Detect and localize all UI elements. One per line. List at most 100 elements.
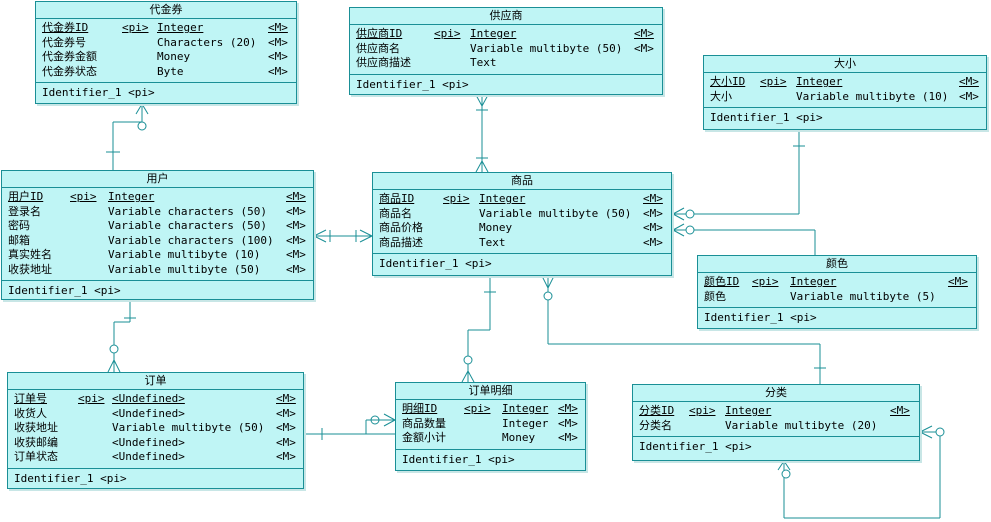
attribute-mandatory: <M>: [286, 190, 306, 203]
entity-title: 订单明细: [396, 383, 585, 400]
supplier-product-relation: [475, 94, 489, 173]
attribute-mandatory: <M>: [286, 204, 306, 218]
entity-order[interactable]: 订单 订单号<pi><Undefined><M>收货人<Undefined><M…: [7, 372, 304, 489]
identifier: Identifier_1 <pi>: [42, 86, 155, 99]
attribute-name: 供应商名: [356, 41, 400, 55]
attribute-name: 大小ID: [710, 75, 746, 88]
attribute-type: Variable multibyte (10): [796, 89, 949, 103]
attribute-name: 商品ID: [379, 192, 415, 205]
attribute-type: Variable multibyte (50): [112, 421, 265, 434]
attribute-type: Integer: [108, 190, 155, 203]
entity-title: 大小: [704, 56, 986, 73]
attribute-name: 订单号: [14, 392, 47, 405]
attribute-type: Variable characters (50): [108, 219, 267, 232]
attribute-name: 明细ID: [402, 402, 438, 415]
attribute-row: 订单状态<Undefined><M>: [8, 450, 303, 465]
attribute-mandatory: <M>: [286, 262, 306, 276]
attribute-name: 真实姓名: [8, 248, 52, 261]
attribute-name: 供应商ID: [356, 27, 403, 40]
attribute-key: <pi>: [122, 21, 149, 34]
voucher-user-relation: [106, 103, 149, 170]
attribute-type: Integer: [502, 416, 549, 430]
attribute-type: Variable characters (50): [108, 204, 267, 218]
entity-title: 用户: [2, 171, 313, 188]
attribute-name: 分类名: [639, 418, 672, 432]
attribute-type: Integer: [725, 404, 772, 417]
attribute-mandatory: <M>: [643, 206, 663, 220]
identifier: Identifier_1 <pi>: [639, 440, 752, 453]
attribute-mandatory: <M>: [276, 392, 296, 405]
attribute-name: 颜色: [704, 289, 726, 303]
attribute-mandatory: <M>: [276, 406, 296, 420]
attribute-type: Integer: [157, 21, 204, 34]
size-product-relation: [672, 130, 805, 221]
entity-title: 代金券: [36, 2, 296, 19]
attribute-type: Variable characters (100): [108, 233, 274, 247]
attribute-mandatory: <M>: [268, 21, 288, 34]
attribute-mandatory: <M>: [276, 421, 296, 434]
attribute-type: <Undefined>: [112, 406, 185, 420]
attribute-key: <pi>: [689, 404, 716, 417]
attribute-key: <pi>: [760, 75, 787, 88]
attribute-type: Variable multibyte (20): [725, 418, 878, 432]
attribute-row: 用户ID<pi>Integer<M>: [2, 190, 313, 205]
attribute-type: Variable multibyte (50): [108, 262, 261, 276]
attribute-row: 分类ID<pi>Integer<M>: [633, 404, 919, 419]
attribute-type: Integer: [479, 192, 526, 205]
identifier: Identifier_1 <pi>: [704, 311, 817, 324]
attribute-name: 商品数量: [402, 416, 446, 430]
attribute-name: 代金券ID: [42, 21, 89, 34]
attribute-name: 金额小计: [402, 431, 446, 444]
attribute-key: <pi>: [78, 392, 105, 405]
attribute-name: 商品名: [379, 206, 412, 220]
attribute-mandatory: <M>: [286, 248, 306, 261]
attribute-mandatory: <M>: [890, 404, 910, 417]
attribute-mandatory: <M>: [268, 50, 288, 63]
identifier: Identifier_1 <pi>: [710, 111, 823, 124]
attribute-row: 收获邮编<Undefined><M>: [8, 436, 303, 451]
attribute-name: 代金券金额: [42, 50, 97, 63]
attribute-mandatory: <M>: [959, 75, 979, 88]
attribute-type: Money: [502, 431, 536, 444]
identifier: Identifier_1 <pi>: [14, 471, 127, 485]
category-self-relation: [777, 425, 945, 519]
attribute-name: 商品描述: [379, 235, 423, 249]
attribute-mandatory: <M>: [959, 89, 979, 103]
identifier: Identifier_1 <pi>: [402, 452, 515, 466]
attribute-key: <pi>: [70, 190, 97, 203]
product-category-relation: [541, 275, 826, 384]
attribute-row: 代金券ID <pi> Integer <M>: [36, 21, 296, 36]
attribute-type: Byte: [157, 64, 184, 78]
attribute-type: <Undefined>: [112, 450, 185, 463]
attribute-row: 商品ID<pi>Integer<M>: [373, 192, 671, 207]
attribute-type: Integer: [502, 402, 549, 415]
attribute-name: 代金券状态: [42, 64, 97, 78]
identifier: Identifier_1 <pi>: [8, 284, 121, 297]
attribute-name: 收货人: [14, 406, 47, 420]
attribute-type: Integer: [790, 275, 837, 288]
